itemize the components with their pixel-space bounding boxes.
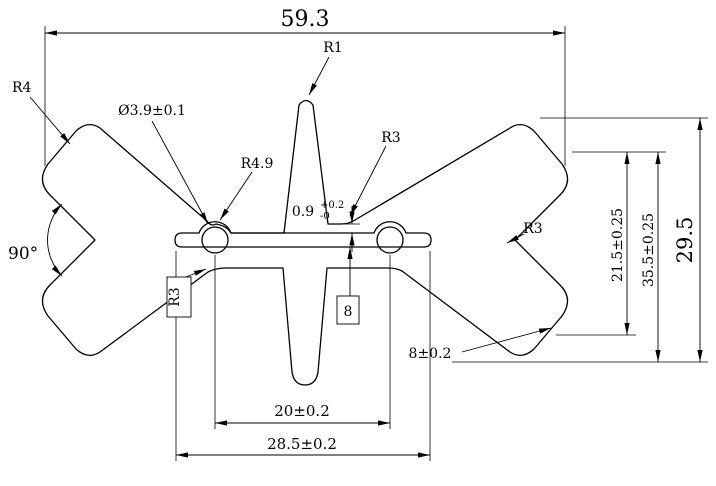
r3-left-frame (166, 276, 192, 318)
dim-text-overall-width: 59.3 (281, 7, 330, 32)
dim-text-hole-diameter: Ø3.9±0.1 (118, 103, 186, 119)
label-r3-left: R3 (167, 287, 183, 306)
leader-r3-right (506, 233, 525, 244)
leader-corner-notch (461, 327, 552, 353)
dim-text-slot-span: 28.5±0.2 (267, 435, 337, 453)
web-depth-frame (336, 295, 360, 325)
center-bar (174, 221, 432, 248)
label-r4: R4 (12, 80, 32, 96)
hole-left (201, 226, 229, 254)
dim-text-gap-value: 0.9 (292, 204, 314, 220)
hole-right (376, 226, 404, 254)
leader-r1 (308, 56, 330, 96)
leader-r3-left (185, 268, 207, 278)
leader-hole-dia (151, 120, 209, 225)
dim-text-gap-tol-minus: -0 (320, 211, 330, 222)
dim-text-gap-tol-plus: +0.2 (320, 200, 344, 211)
dim-text-web-depth: 8 (344, 304, 353, 320)
label-r3-right: R3 (523, 221, 542, 237)
dim-text-height-outer: 35.5±0.25 (641, 213, 657, 287)
part-outline (41, 99, 569, 386)
leader-r4-9 (219, 171, 253, 221)
dim-text-corner-notch: 8±0.2 (409, 346, 452, 362)
label-r3-top: R3 (381, 130, 400, 146)
dim-text-overall-height: 29.5 (673, 217, 697, 264)
dim-text-hole-spacing: 20±0.2 (274, 402, 330, 420)
leader-r4 (29, 96, 71, 145)
dim-text-height-inner: 21.5±0.25 (610, 208, 626, 282)
label-r1: R1 (323, 40, 342, 56)
dim-text-notch-angle: 90° (8, 244, 38, 264)
leader-r3-top (349, 145, 387, 217)
label-r4-9: R4.9 (241, 156, 274, 172)
dim-arc-notch-angle (47, 203, 63, 277)
